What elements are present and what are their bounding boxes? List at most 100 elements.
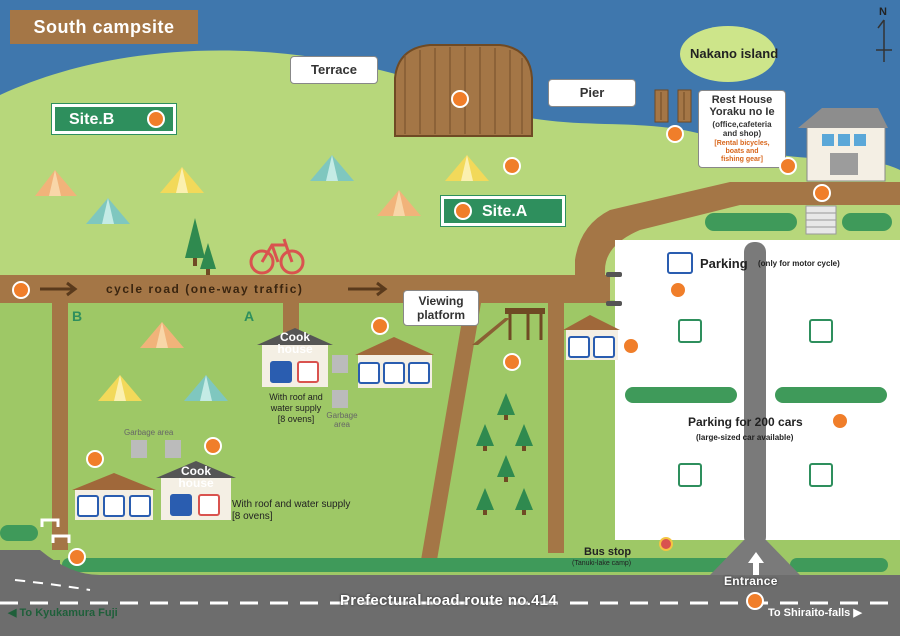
cook-house-1-line1: Cook: [280, 330, 310, 344]
pier-marker[interactable]: [666, 125, 684, 143]
shower-icon: [408, 362, 430, 384]
terrace-marker[interactable]: [451, 90, 469, 108]
site-b-label: Site.B: [69, 111, 115, 128]
rest-house-rental2: boats and: [725, 148, 759, 155]
parking-cars-note: (large-sized car available): [696, 433, 794, 442]
cook-house-1-line2: house: [277, 342, 313, 356]
route-414-label: Prefectural road route no.414: [340, 592, 558, 609]
shower-icon: [129, 495, 151, 517]
rest-house-rental1: [Rental bicycles,: [714, 140, 770, 147]
viewing-platform-marker[interactable]: [503, 353, 521, 371]
cook-house-2-note: With roof and water supply [8 ovens]: [232, 499, 350, 523]
cook-house-1-note1: With roof and: [269, 392, 323, 402]
cycle-road-label: cycle road (one-way traffic): [106, 282, 304, 296]
compass-north-label: N: [879, 6, 887, 18]
parking-cars-label: Parking for 200 cars: [688, 415, 803, 429]
toilet-icon: [77, 495, 99, 517]
viewing-label-2: platform: [417, 308, 465, 322]
nakano-island: [680, 26, 776, 82]
rest-house-title: Rest House Yoraku no Ie: [699, 94, 785, 118]
cook-house-1-note2: water supply: [270, 403, 322, 413]
rest-house-marker[interactable]: [779, 157, 797, 175]
rest-house: [798, 108, 888, 182]
fire-icon: [297, 361, 319, 383]
water-icon: [170, 494, 192, 516]
site-a-tent-marker[interactable]: [503, 157, 521, 175]
site-b-marker[interactable]: [147, 110, 165, 128]
to-shiraito-label[interactable]: To Shiraito-falls ▶: [768, 607, 862, 619]
garbage-bin-icon: [332, 355, 348, 373]
rest-house-rental: [Rental bicycles, boats and fishing gear…: [699, 140, 785, 164]
entrance-label: Entrance: [724, 574, 778, 588]
pier: [654, 89, 692, 123]
road-left-marker[interactable]: [68, 548, 86, 566]
site-a-label: Site.A: [482, 203, 528, 220]
garbage-bin-icon: [165, 440, 181, 458]
bus-stop-note: (Tanuki-lake camp): [572, 560, 632, 567]
rest-house-rental3: fishing gear]: [720, 156, 763, 163]
terrace-label: Terrace: [310, 62, 357, 77]
pier-callout: Pier: [548, 79, 636, 107]
cook-house-2-note1: With roof and water supply: [232, 499, 351, 510]
car-icon: [809, 319, 833, 343]
rest-house-title-line2: Yoraku no Ie: [709, 106, 775, 118]
rest-house-sub1: (office,cafeteria: [712, 120, 772, 129]
to-kyukamura-label[interactable]: ◀ To Kyukamura Fuji: [8, 607, 118, 619]
car-icon: [678, 319, 702, 343]
viewing-label-1: Viewing: [418, 294, 464, 308]
north-compass: [876, 19, 892, 62]
fire-icon: [198, 494, 220, 516]
water-icon: [270, 361, 292, 383]
cook-house-2-line1: Cook: [181, 464, 211, 478]
parking-moto-marker[interactable]: [669, 281, 687, 299]
steps: [805, 205, 837, 235]
viewing-platform: [472, 308, 545, 345]
rest-house-title-line1: Rest House: [711, 94, 773, 106]
parking-moto-note: (only for motor cycle): [758, 259, 840, 268]
route-a-label: A: [244, 308, 255, 324]
tents: [35, 155, 489, 401]
rest-house-sub2: and shop): [722, 129, 762, 138]
cook-house-2-line2: house: [178, 476, 214, 490]
parking-lane: [744, 242, 766, 547]
garbage-bin-icon: [332, 390, 348, 408]
site-b-sign[interactable]: Site.B: [52, 104, 176, 134]
motorcycle-icon: [667, 252, 693, 274]
island-label: Nakano island: [690, 46, 779, 61]
parking-cars-marker[interactable]: [831, 412, 849, 430]
map-title: South campsite: [10, 10, 198, 44]
one-way-arrows: [40, 281, 388, 297]
route-b-label: B: [72, 308, 83, 324]
wheelchair-icon: [593, 336, 615, 358]
trees: [185, 218, 533, 515]
toilet-icon: [358, 362, 380, 384]
site-a-sign[interactable]: Site.A: [441, 196, 565, 226]
terrace-callout: Terrace: [290, 56, 378, 84]
terrace-planks: [404, 47, 523, 134]
rest-house-sub: (office,cafeteria and shop): [699, 120, 785, 138]
toilet-2-marker[interactable]: [622, 337, 640, 355]
cook-house-2-marker[interactable]: [204, 437, 222, 455]
cook-house-1-note3: [8 ovens]: [277, 414, 315, 424]
entrance-marker[interactable]: [746, 592, 764, 610]
garbage-bin-icon: [131, 440, 147, 458]
cook-house-1-note: With roof and water supply [8 ovens]: [258, 392, 334, 425]
bus-stop-icon: [659, 537, 673, 551]
parking-moto-label: Parking: [700, 256, 748, 271]
wheelchair-icon: [383, 362, 405, 384]
viewing-platform-callout: Viewing platform: [403, 290, 479, 326]
cook-house-1-marker[interactable]: [371, 317, 389, 335]
bicycle-icon: [249, 238, 305, 275]
car-icon: [678, 463, 702, 487]
cook-house-2-note2: [8 ovens]: [232, 511, 273, 522]
site-a-marker[interactable]: [454, 202, 472, 220]
left-gate: [40, 518, 71, 543]
garbage-area-1-line1: Garbage: [326, 411, 358, 420]
cook-house-1-title: Cook house: [262, 331, 328, 355]
cycle-road-marker[interactable]: [12, 281, 30, 299]
wheelchair-icon: [103, 495, 125, 517]
toilet-3-marker[interactable]: [86, 450, 104, 468]
rest-house-path-marker[interactable]: [813, 184, 831, 202]
cook-house-2-title: Cook house: [161, 465, 231, 489]
garbage-area-2-label: Garbage area: [124, 428, 174, 437]
